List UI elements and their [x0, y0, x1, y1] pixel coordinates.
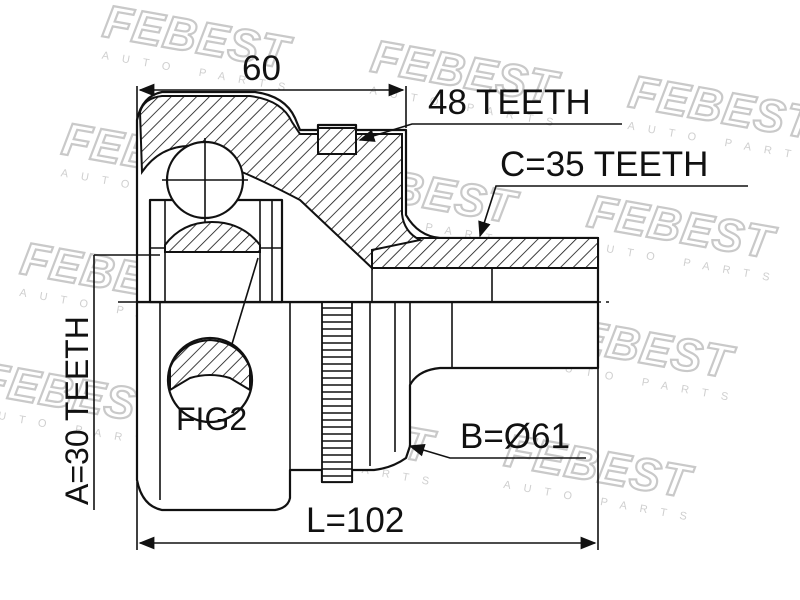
abs-tone-ring [321, 301, 353, 483]
dimensions: 60 48 TEETH C=35 TEETH A=30 TEETH FIG2 B… [59, 49, 748, 550]
diameter-label: B=Ø61 [460, 417, 570, 456]
dim-60-label: 60 [242, 49, 281, 88]
outer-teeth-leader [358, 123, 622, 142]
watermark-tile: FEBEST AUTO PARTS [583, 184, 784, 286]
ball-cage-section [164, 220, 261, 253]
fig2-leader [231, 257, 259, 345]
fig2-detail-hatch [169, 338, 251, 392]
fig2-detail [166, 257, 259, 424]
outer-spline-teeth [317, 127, 357, 155]
dim-102-label: L=102 [306, 501, 404, 540]
outer-teeth-label: 48 TEETH [428, 83, 591, 122]
inner-teeth-label: A=30 TEETH [59, 316, 95, 505]
abs-ring-teeth [322, 307, 352, 477]
cv-joint-part [118, 90, 612, 512]
fig2-label: FIG2 [176, 401, 247, 437]
diameter-leader [408, 444, 586, 459]
spline-teeth-label: C=35 TEETH [500, 145, 708, 184]
spline-teeth-leader [478, 185, 748, 238]
